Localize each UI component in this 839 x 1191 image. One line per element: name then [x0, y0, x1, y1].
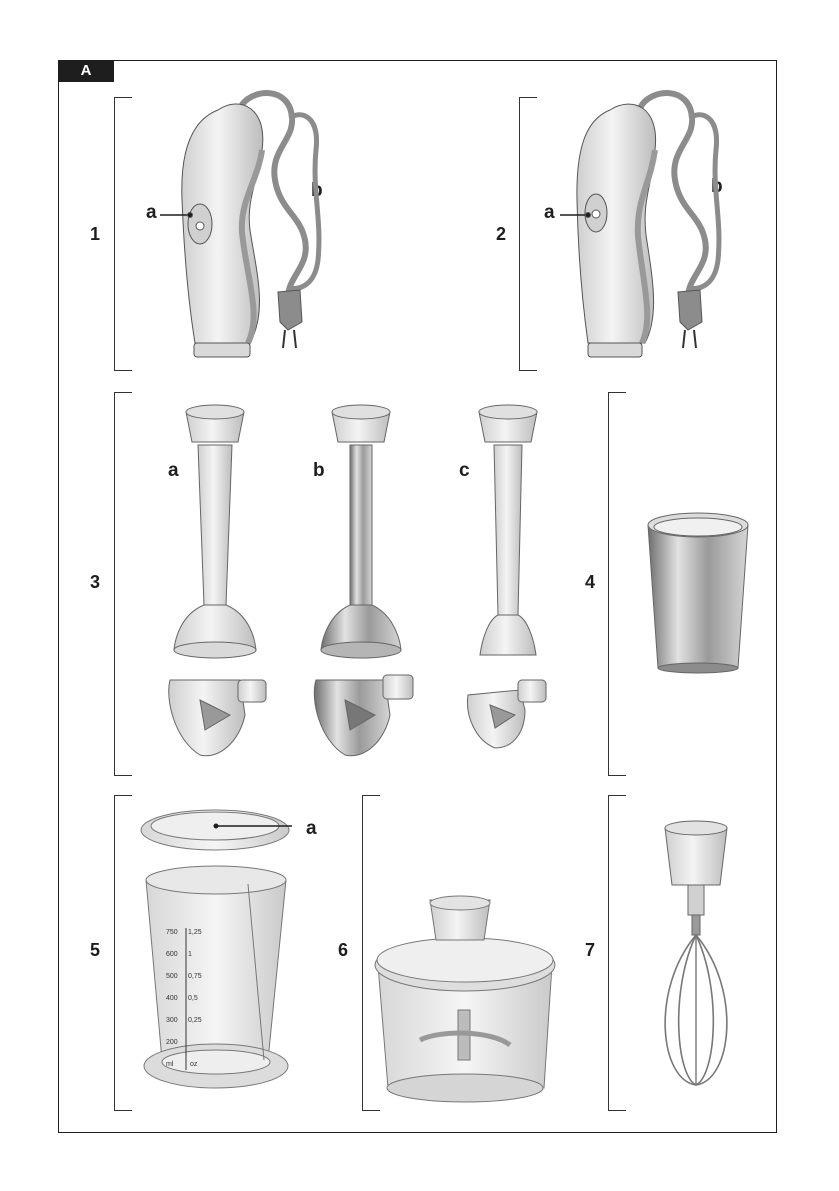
scale-l-2: 0,75 [188, 973, 202, 980]
scale-l-0: 1,25 [188, 929, 202, 936]
scale-l-3: 0,5 [188, 995, 198, 1002]
whisk-attachment [665, 821, 727, 1085]
scale-l-4: 0,25 [188, 1017, 202, 1024]
scale-ml-4: 300 [166, 1017, 178, 1024]
scale-ml-5: 200 [166, 1039, 178, 1046]
metal-beaker [648, 513, 748, 673]
motor-unit-2 [560, 93, 719, 357]
scale-ml-6: ml [166, 1061, 174, 1068]
blender-shaft-c [467, 405, 546, 748]
scale-ml-2: 500 [166, 973, 178, 980]
blender-shaft-b [314, 405, 413, 756]
chopper-bowl [375, 896, 555, 1102]
scale-ml-0: 750 [166, 929, 178, 936]
scale-l-1: 1 [188, 951, 192, 958]
scale-ml-1: 600 [166, 951, 178, 958]
measuring-beaker [141, 810, 289, 1088]
motor-unit-1 [160, 93, 319, 357]
scale-ml-3: 400 [166, 995, 178, 1002]
blender-shaft-a [169, 405, 266, 756]
scale-oz-0: oz [190, 1061, 198, 1068]
